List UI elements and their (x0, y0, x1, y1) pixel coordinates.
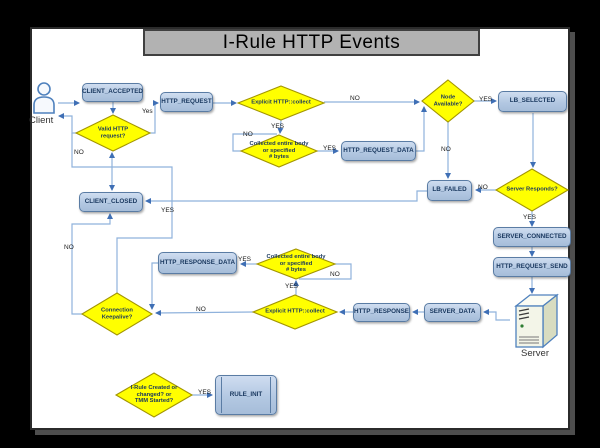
client-closed-box: CLIENT_CLOSED (79, 192, 143, 212)
edge-label-no: NO (330, 271, 340, 278)
edge-label-no: NO (478, 184, 488, 191)
edge-label-yes: Yes (142, 108, 153, 115)
connection-keepalive-decision-label: Connection Keepalive? (101, 307, 133, 320)
http-response-box: HTTP_RESPONSE (353, 303, 410, 322)
explicit-collect-response-decision (251, 294, 339, 330)
edge-label-no: NO (243, 131, 253, 138)
collected-body-response-no-loop (299, 263, 352, 280)
server-data-box: SERVER_DATA (424, 303, 481, 322)
explicit-collect-request-decision-label: Explicit HTTP::collect (251, 99, 311, 106)
edge-label-yes: YES (271, 123, 285, 130)
valid-http-yes-to-http-request (150, 100, 159, 134)
node-available-decision (421, 79, 475, 123)
edge-label-no: NO (350, 95, 360, 102)
explicit-collect-response-no-to-keepalive (155, 309, 254, 316)
edge-label-no: NO (196, 306, 206, 313)
http-response-data-down-rail (149, 262, 158, 310)
server-responds-decision-label: Server Responds? (506, 186, 558, 193)
irule-created-decision-label: I-Rule Created or changed? or TMM Starte… (130, 385, 178, 405)
valid-http-request-decision (74, 114, 152, 152)
edge-label-no: NO (441, 146, 451, 153)
explicit-collect-request-decision (236, 85, 326, 121)
server-connected-box: SERVER_CONNECTED (493, 227, 571, 247)
collected-body-request-decision (239, 134, 319, 168)
http-response-data-box: HTTP_RESPONSE_DATA (158, 252, 237, 274)
edge-label-yes: YES (479, 96, 493, 103)
server-label: Server (521, 348, 549, 359)
collected-body-response-decision (255, 248, 337, 280)
http-request-box: HTTP_REQUEST (160, 92, 213, 112)
keepalive-no-to-client-closed (71, 213, 113, 315)
server-tower-icon (514, 293, 559, 349)
edge-label-yes: YES (285, 283, 299, 290)
server-responds-decision (494, 168, 570, 212)
edge-label-yes: YES (161, 207, 175, 214)
irule-created-decision (114, 372, 194, 418)
lb-selected-box: LB_SELECTED (498, 91, 567, 112)
edge-label-no: NO (74, 149, 84, 156)
edge-label-yes: YES (238, 256, 252, 263)
edge-label-yes: YES (523, 214, 537, 221)
http-request-send-box: HTTP_REQUEST_SEND (493, 257, 571, 277)
edge-label-yes: YES (198, 389, 212, 396)
lb-failed-box: LB_FAILED (427, 180, 472, 201)
http-request-data-to-node-available (416, 106, 427, 152)
server-to-server-data (483, 309, 510, 321)
collected-body-request-decision-label: Collected entire body or specified # byt… (249, 141, 309, 161)
edge-label-no: NO (64, 244, 74, 251)
client-accepted-box: CLIENT_ACCEPTED (82, 83, 143, 102)
explicit-collect-response-decision-label: Explicit HTTP::collect (265, 308, 325, 315)
edge-label-yes: YES (323, 145, 337, 152)
http-request-data-box: HTTP_REQUEST_DATA (341, 141, 416, 161)
valid-http-no-rail (71, 133, 112, 168)
collected-body-request-no-loop (232, 133, 277, 152)
lb-failed-to-client-closed (145, 190, 427, 204)
diagram-title: I-Rule HTTP Events (143, 29, 480, 56)
node-available-decision-label: Node Available? (433, 94, 463, 107)
connection-keepalive-decision (80, 292, 154, 336)
keepalive-yes-rail (112, 166, 173, 293)
explicit-collect-yes-to-collected-body (277, 119, 284, 134)
collected-body-response-decision-label: Collected entire body or specified # byt… (266, 254, 326, 274)
client-person-icon (33, 82, 55, 114)
client-label: Client (29, 115, 54, 126)
valid-http-to-client-return (58, 113, 77, 134)
rule-init-box: RULE_INIT (215, 375, 277, 415)
valid-http-request-decision-label: Valid HTTP request? (97, 126, 129, 139)
